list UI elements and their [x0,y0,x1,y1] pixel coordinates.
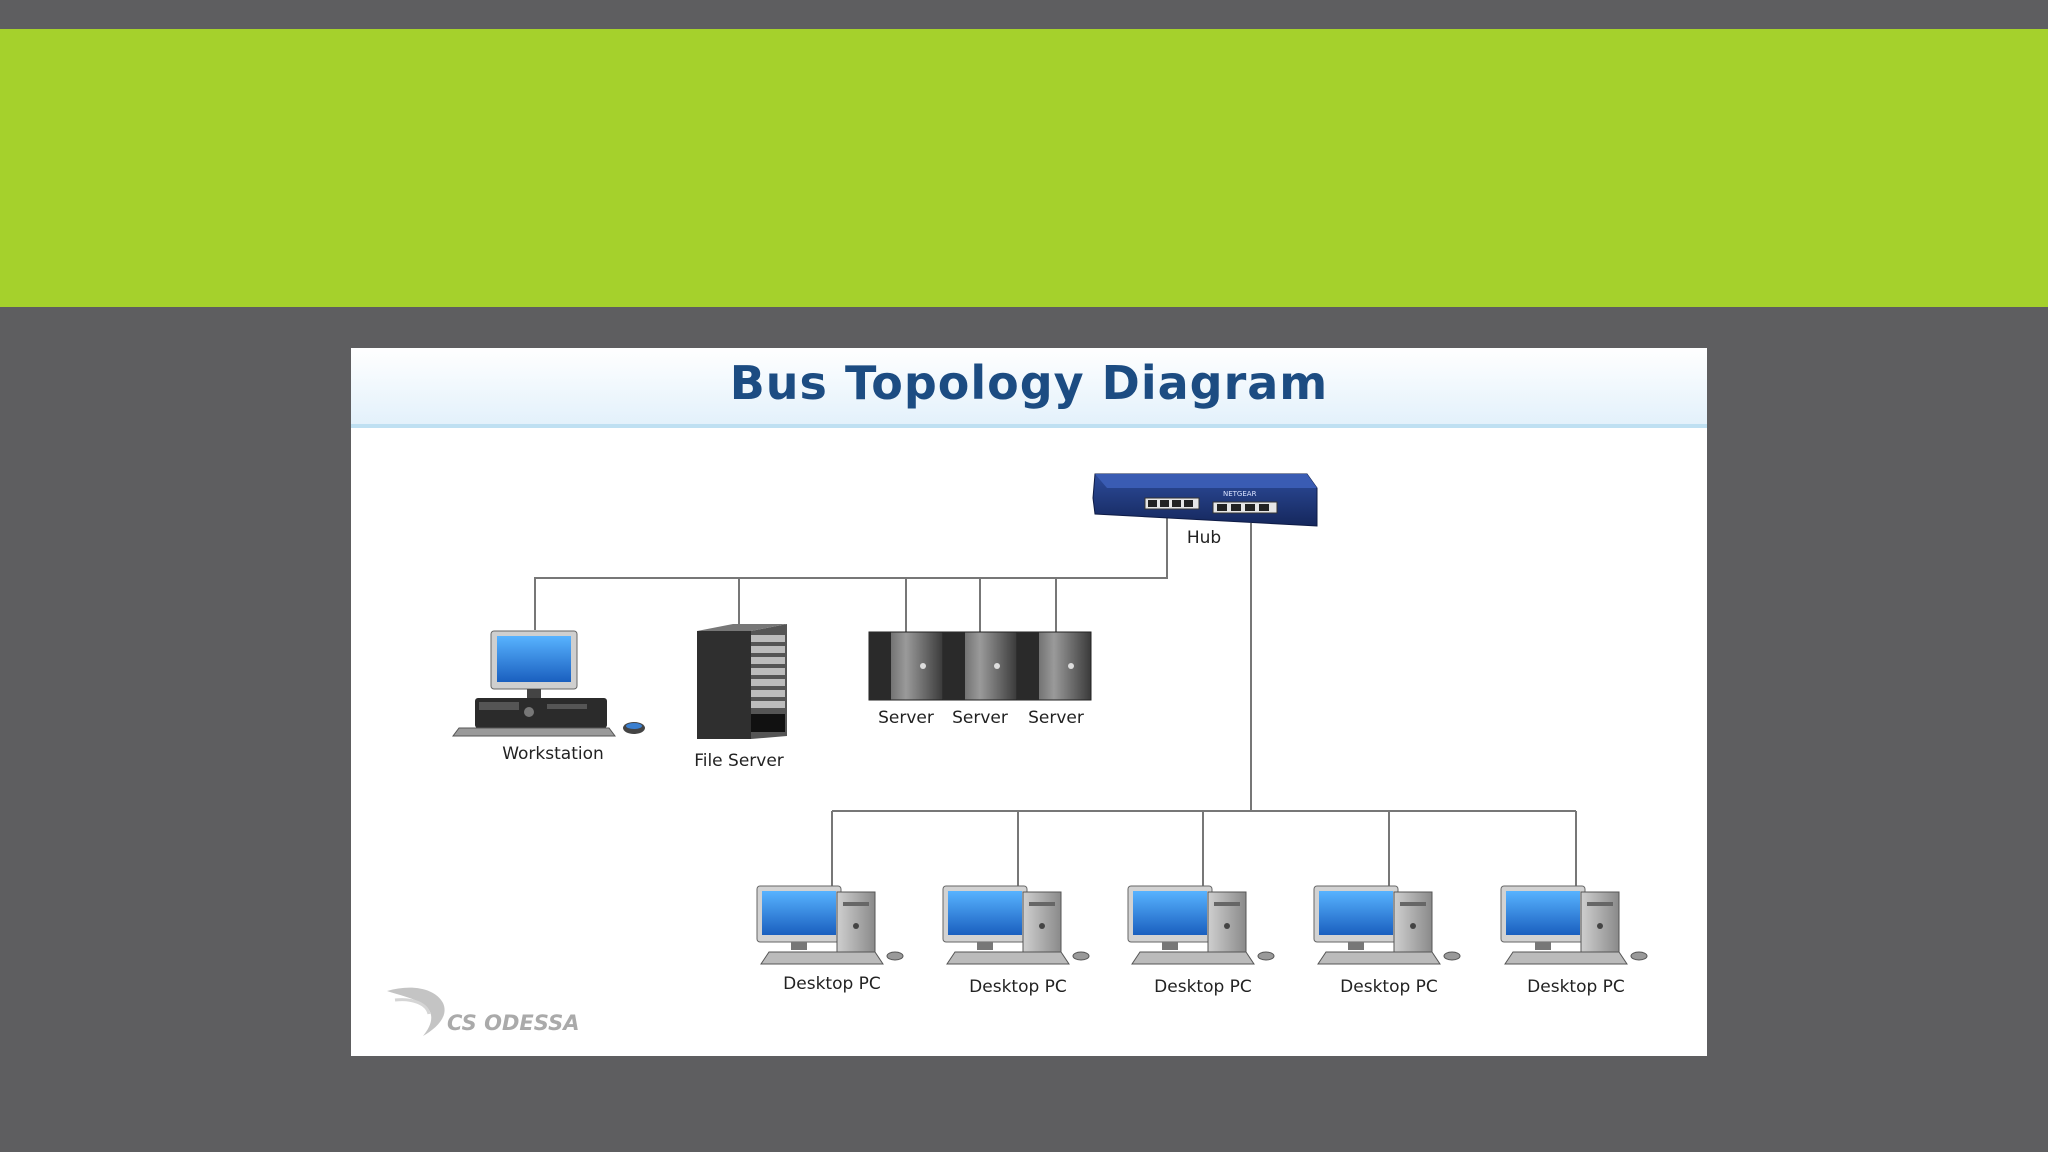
desktop-pc-1-icon [756,885,904,965]
topology-diagram: NETGEAR Hub Workstation [387,473,1648,1036]
desktop-pc-2-label: Desktop PC [969,977,1067,997]
hub-icon: NETGEAR [1092,473,1318,527]
server-3-label: Server [1028,708,1084,728]
top-strip [0,0,2048,29]
title-banner [0,29,2048,307]
server-3-icon [1016,631,1092,701]
desktop-pc-5-icon [1500,885,1648,965]
server-1-label: Server [878,708,934,728]
workstation-icon [452,630,645,737]
upper-bus-line [534,515,1168,630]
diagram-header: Bus Topology Diagram [351,348,1707,428]
server-1-icon [868,631,944,701]
desktop-pc-5-label: Desktop PC [1527,977,1625,997]
desktop-pc-2-icon [942,885,1090,965]
desktop-pc-3-icon [1127,885,1275,965]
workstation-label: Workstation [502,744,604,764]
desktop-pc-4-label: Desktop PC [1340,977,1438,997]
logo-text: CS ODESSA [447,1011,579,1035]
server-2-label: Server [952,708,1008,728]
server-2-icon [942,631,1018,701]
diagram-title: Bus Topology Diagram [729,356,1329,410]
desktop-pc-1-label: Desktop PC [783,974,881,994]
hub-brand-text: NETGEAR [1223,490,1257,498]
desktop-pc-4-icon [1313,885,1461,965]
bus-topology-image: Bus Topology Diagram [351,348,1707,1056]
cs-odessa-logo: CS ODESSA [387,987,579,1036]
hub-label: Hub [1187,528,1221,548]
file-server-label: File Server [694,751,784,771]
desktop-pc-3-label: Desktop PC [1154,977,1252,997]
file-server-icon [697,624,787,739]
bus-lines [534,515,1577,886]
